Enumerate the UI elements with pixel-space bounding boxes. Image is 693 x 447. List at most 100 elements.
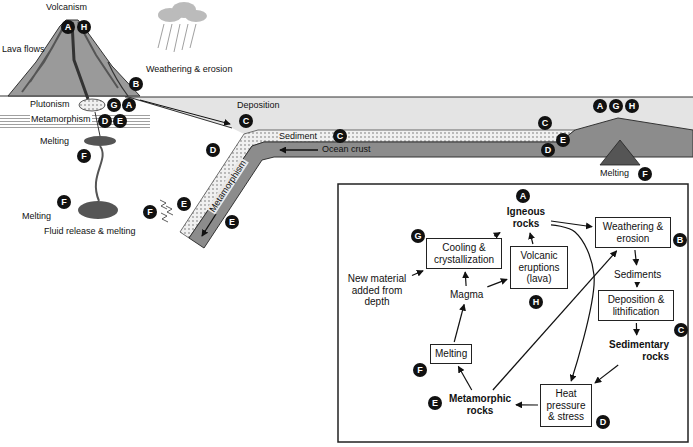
callout-number: A — [122, 98, 136, 112]
material-label: Sediments — [612, 268, 663, 282]
node-text: Melting — [435, 348, 467, 360]
process-label: Fluid release & melting — [44, 226, 136, 236]
material-label: Magma — [448, 288, 485, 302]
label-text: Melting — [40, 136, 69, 146]
callout-letter: E — [117, 116, 123, 126]
callout-number: D — [206, 143, 220, 157]
callout-number: G — [411, 229, 425, 243]
callout-number: B — [129, 77, 143, 91]
callout-number: C — [333, 129, 347, 143]
node-text: Weathering & erosion — [600, 221, 666, 244]
deposition-arrow — [140, 100, 230, 124]
label-text: Metamorphism — [207, 157, 249, 214]
subduction-arrow — [202, 214, 216, 236]
flow-arrow — [458, 367, 471, 391]
callout-number: A — [516, 189, 530, 203]
callout-number: D — [541, 143, 555, 157]
callout-number: G — [609, 99, 623, 113]
callout-number: F — [143, 205, 157, 219]
callout-letter: F — [61, 197, 67, 207]
process-label: Melting — [22, 211, 51, 221]
callout-letter: C — [243, 116, 250, 126]
label-text: Volcanism — [46, 2, 87, 12]
magma-path — [96, 146, 103, 201]
node-text: Metamorphic rocks — [448, 393, 512, 416]
node-text: Igneous rocks — [504, 206, 548, 229]
callout-letter: G — [414, 231, 421, 241]
callout-letter: B — [133, 79, 140, 89]
process-label: Melting — [600, 168, 629, 178]
callout-number: E — [225, 215, 239, 229]
callout-letter: C — [337, 131, 344, 141]
flow-arrow — [516, 404, 538, 405]
process-box: Weathering & erosion — [595, 217, 671, 248]
callout-letter: B — [677, 235, 684, 245]
flow-arrow — [635, 250, 637, 265]
node-text: New material added from depth — [346, 273, 408, 308]
process-label: Sediment — [278, 131, 318, 141]
label-text: Sediment — [278, 131, 318, 141]
label-text: Weathering & erosion — [146, 64, 232, 74]
process-box: Deposition & lithification — [598, 290, 674, 321]
process-label: Plutonism — [30, 99, 70, 109]
inset-frame — [338, 184, 688, 442]
process-label: Lava flows — [2, 44, 45, 54]
callout-letter: H — [533, 297, 540, 307]
ridge-magma — [600, 140, 640, 165]
callout-number: H — [625, 99, 639, 113]
flow-arrow — [636, 323, 637, 335]
callout-number: H — [529, 295, 543, 309]
callout-letter: C — [542, 118, 549, 128]
callout-number: C — [538, 116, 552, 130]
callout-number: D — [98, 114, 112, 128]
label-text: Ocean crust — [322, 144, 371, 154]
callout-letter: D — [210, 145, 217, 155]
process-label: Volcanism — [46, 2, 87, 12]
process-label: Metamorphism — [207, 157, 249, 214]
callout-letter: H — [629, 101, 636, 111]
melt-body — [78, 201, 118, 219]
callout-number: F — [638, 167, 652, 181]
callout-number: C — [674, 323, 688, 337]
flow-arrow — [595, 365, 618, 383]
callout-number: D — [596, 415, 610, 429]
node-text: Cooling & crystallization — [431, 242, 497, 265]
river — [108, 62, 128, 96]
flow-arrow — [454, 305, 464, 343]
node-text: Deposition & lithification — [603, 294, 669, 317]
callout-number: G — [107, 98, 121, 112]
callout-number: E — [428, 396, 442, 410]
callout-number: C — [239, 114, 253, 128]
process-box: Heat pressure & stress — [540, 384, 592, 427]
label-text: Lava flows — [2, 44, 45, 54]
flow-arrow — [494, 233, 500, 236]
label-text: Fluid release & melting — [44, 226, 136, 236]
callout-letter: D — [102, 116, 109, 126]
cloud — [185, 10, 207, 22]
process-box: Cooling & crystallization — [426, 238, 502, 269]
process-label: Melting — [40, 136, 69, 146]
node-text: Heat pressure & stress — [545, 388, 587, 423]
rock-type: Metamorphic rocks — [447, 392, 513, 417]
callout-letter: A — [597, 101, 604, 111]
flow-arrow — [636, 284, 637, 288]
flow-arrow — [530, 233, 533, 244]
process-label: Weathering & erosion — [146, 64, 232, 74]
callout-letter: G — [612, 101, 619, 111]
callout-letter: A — [65, 22, 72, 32]
callout-number: H — [77, 20, 91, 34]
metamorphic-zone — [0, 113, 150, 128]
label-text: Melting — [600, 168, 629, 178]
rock-type: Sedimentary rocks — [604, 338, 670, 363]
rain-cloud — [158, 2, 207, 52]
node-text: Sedimentary rocks — [605, 339, 669, 362]
input-note: New material added from depth — [344, 272, 410, 309]
process-box: Volcanic eruptions (lava) — [510, 246, 568, 289]
callout-number: E — [556, 133, 570, 147]
label-text: Plutonism — [30, 99, 70, 109]
callout-letter: C — [678, 325, 685, 335]
callout-letter: E — [560, 135, 566, 145]
callout-letter: E — [181, 199, 187, 209]
